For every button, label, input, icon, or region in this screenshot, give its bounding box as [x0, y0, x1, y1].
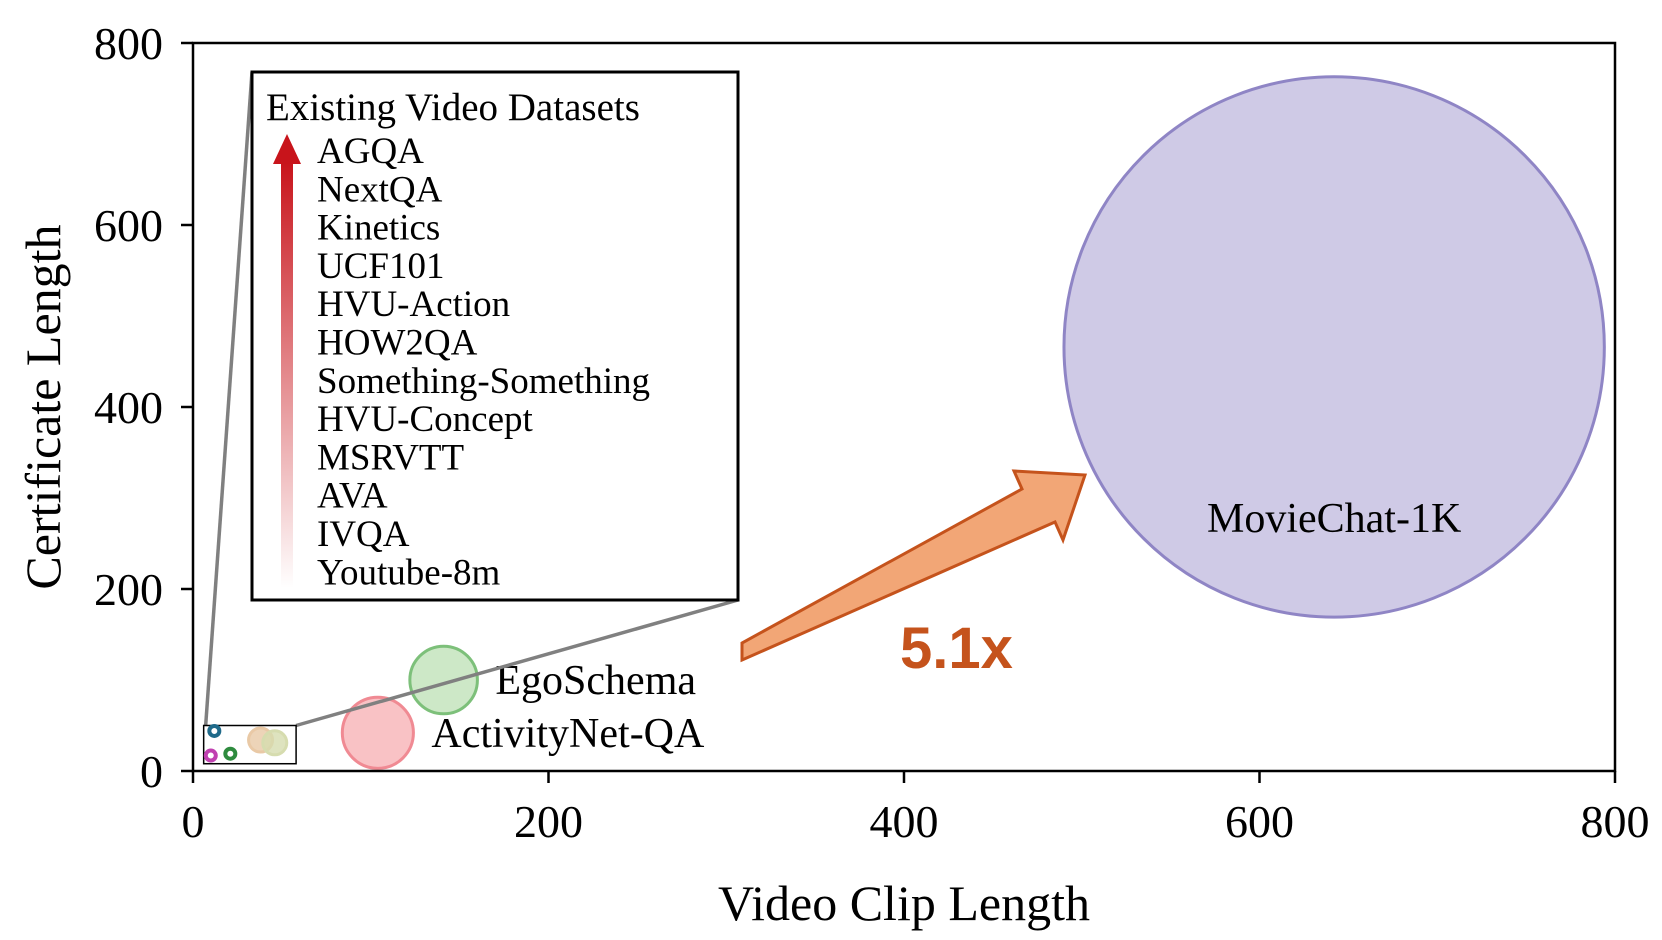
x-tick-label: 200 [514, 796, 583, 847]
legend-item: UCF101 [317, 246, 444, 287]
x-tick-label: 400 [870, 796, 939, 847]
legend-item: Youtube-8m [317, 552, 501, 593]
y-tick-label: 600 [94, 200, 163, 251]
y-axis-title: Certificate Length [15, 224, 71, 589]
zoom-connector [203, 71, 254, 726]
growth-arrow-shape [740, 469, 1088, 663]
bubble-label: MovieChat-1K [1207, 496, 1461, 542]
x-tick-label: 600 [1225, 796, 1294, 847]
growth-arrow [740, 469, 1088, 663]
y-tick-label: 400 [94, 382, 163, 433]
inset-dataset-point [207, 723, 222, 738]
inset-dataset-point [223, 746, 238, 761]
bubble-label: EgoSchema [495, 658, 696, 704]
bubble-egoschema [408, 644, 479, 716]
zoom-connector [295, 598, 739, 728]
x-axis-title: Video Clip Length [718, 875, 1090, 931]
legend-box: Existing Video Datasets AGQANextQAKineti… [250, 70, 740, 602]
x-tick-label: 800 [1581, 796, 1650, 847]
bubble-label: ActivityNet-QA [431, 711, 705, 757]
legend-item: HVU-Concept [317, 399, 534, 440]
bubble-activitynet-qa [340, 695, 415, 770]
legend-frame [250, 70, 740, 602]
legend-item: HVU-Action [317, 284, 510, 325]
legend-gradient-bar [281, 162, 293, 588]
legend-item: IVQA [317, 514, 410, 555]
legend-item: AVA [317, 476, 388, 517]
legend-item: MSRVTT [317, 437, 464, 478]
legend-title: Existing Video Datasets [266, 86, 640, 129]
y-tick-label: 800 [94, 18, 163, 69]
x-tick-label: 0 [182, 796, 205, 847]
bubble-moviechat-1k [1062, 75, 1606, 619]
legend-gradient-arrowhead [273, 134, 301, 164]
legend-item: Something-Something [317, 361, 650, 402]
legend-item: AGQA [317, 131, 424, 172]
legend-item: Kinetics [317, 208, 440, 249]
inset-dataset-point [261, 729, 289, 757]
y-tick-label: 200 [94, 564, 163, 615]
legend-item: NextQA [317, 169, 443, 210]
y-tick-label: 0 [140, 746, 163, 797]
growth-factor-label: 5.1x [900, 616, 1013, 681]
legend-item: HOW2QA [317, 323, 478, 364]
inset-dataset-point [203, 748, 218, 763]
